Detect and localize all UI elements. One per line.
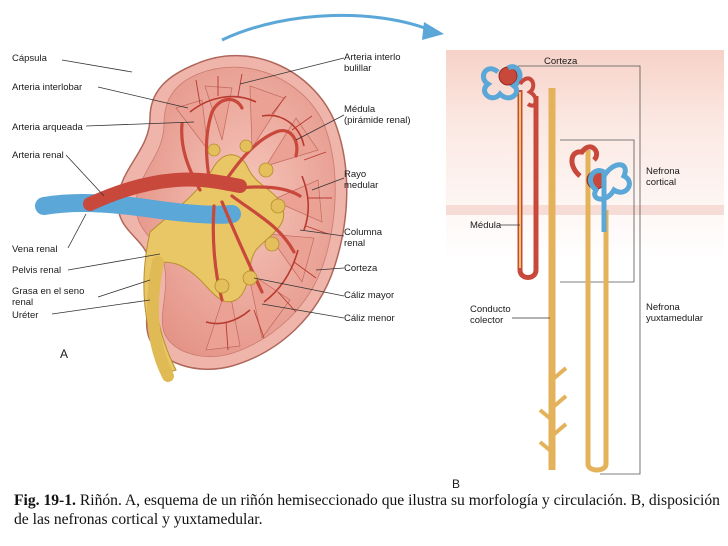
juxtamedullary-loop [517, 90, 539, 280]
long-loop [585, 150, 609, 473]
juxtamedullary-bracket [518, 65, 641, 475]
label-corteza-a: Corteza [344, 263, 378, 274]
convoluted-tubule-lower [588, 162, 632, 232]
label-medula: Médula [344, 104, 376, 115]
medullary-pyramids [175, 85, 323, 351]
label-columna-renal: renal [344, 238, 365, 249]
nephron-illustration [446, 50, 724, 475]
label-rayo-medular: medular [344, 180, 378, 191]
label-corteza-b: Corteza [544, 56, 578, 67]
minor-calices [207, 139, 286, 294]
label-ureter: Uréter [12, 310, 38, 321]
cortical-nephron-bracket [560, 139, 635, 283]
label-columna: Columna [344, 227, 383, 238]
panel-b-letter: B [452, 477, 460, 491]
panel-b-labels: Corteza Nefrona cortical Médula Conducto… [452, 56, 703, 491]
label-caliz-menor: Cáliz menor [344, 313, 395, 324]
glomerulus-upper [498, 66, 518, 86]
a-to-b-arrow [221, 13, 444, 42]
convoluted-tubule-red [569, 144, 600, 178]
label-grasa-seno-renal: renal [12, 297, 33, 308]
convoluted-tubule-upper [481, 64, 523, 101]
label-nefrona-cortical-2: cortical [646, 177, 676, 188]
kidney-illustration [35, 54, 348, 382]
figure-caption: Fig. 19-1. Riñón. A, esquema de un riñón… [14, 491, 720, 529]
panel-a-leaders [51, 57, 345, 319]
label-rayo: Rayo [344, 169, 366, 180]
label-grasa-seno: Grasa en el seno [12, 286, 84, 297]
label-medula-b: Médula [470, 220, 502, 231]
label-arteria-interlobulillar-2: bulillar [344, 63, 371, 74]
interlobular-arteries [195, 73, 332, 351]
figure-label: Fig. 19-1. [14, 492, 76, 509]
renal-artery [83, 172, 247, 211]
label-arteria-arqueada: Arteria arqueada [12, 122, 83, 133]
label-pelvis-renal: Pelvis renal [12, 265, 61, 276]
label-nefrona-cortical: Nefrona [646, 166, 681, 177]
label-arteria-interlobulillar: Arteria interlo [344, 52, 401, 63]
label-vena-renal: Vena renal [12, 244, 57, 255]
cortex-band [446, 50, 724, 260]
ureter [146, 256, 174, 382]
label-arteria-renal: Arteria renal [12, 150, 64, 161]
arcuate-arteries [189, 95, 310, 325]
figure-caption-text: Riñón. A, esquema de un riñón hemiseccio… [14, 492, 720, 528]
label-conducto: Conducto [470, 304, 511, 315]
upper-red-loop [518, 76, 538, 108]
label-caliz-mayor: Cáliz mayor [344, 290, 394, 301]
interlobar-arteries [180, 97, 302, 302]
label-piramide-renal: (pirámide renal) [344, 115, 411, 126]
label-conducto-colector: colector [470, 315, 503, 326]
label-nefrona-yuxtamedular: yuxtamedular [646, 313, 703, 324]
panel-a-labels: Cápsula Arteria interlobar Arteria arque… [12, 52, 411, 361]
label-nefrona-yuxta: Nefrona [646, 302, 681, 313]
collecting-duct-branches [538, 366, 568, 454]
label-arteria-interlobar: Arteria interlobar [12, 82, 82, 93]
panel-a-letter: A [60, 347, 68, 361]
label-capsula: Cápsula [12, 53, 48, 64]
